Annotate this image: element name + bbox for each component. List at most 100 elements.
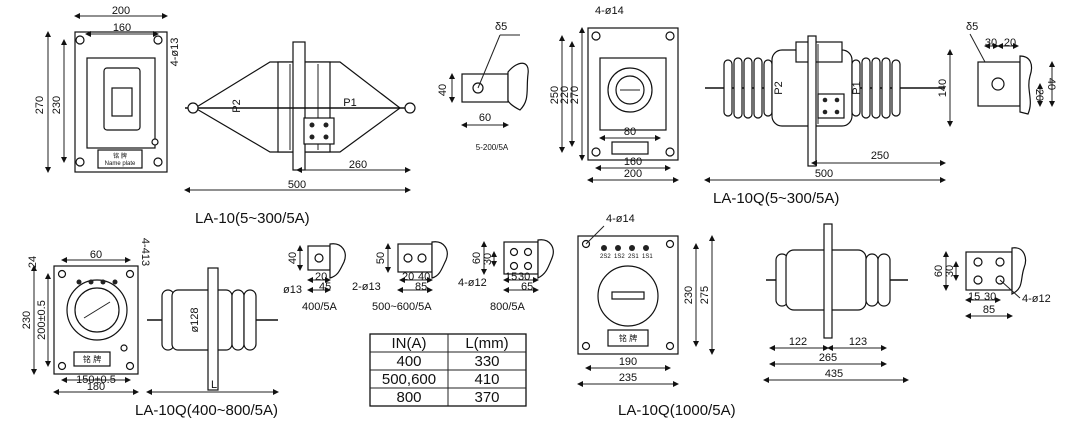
dim-delta5: δ5 bbox=[495, 21, 507, 33]
t500-label: 500~600/5A bbox=[372, 301, 432, 313]
dim-40: 40 bbox=[437, 84, 449, 96]
dim-230-1000: 230 bbox=[683, 286, 695, 304]
dim-200-05: 200±0.5 bbox=[36, 300, 48, 340]
la10q-right-sheds bbox=[851, 57, 901, 119]
t500-d20: 20 bbox=[402, 271, 414, 283]
la10q-1000-side: 122 123 265 435 bbox=[763, 223, 909, 383]
marker-1s2: 1S2 bbox=[614, 254, 625, 260]
terminal-break bbox=[507, 62, 529, 111]
t1000-d85: 85 bbox=[983, 304, 995, 316]
t1000-d30: 30 bbox=[944, 265, 956, 277]
dim-160: 160 bbox=[624, 156, 642, 168]
terminal-plate bbox=[461, 73, 509, 103]
dim-60: 60 bbox=[479, 112, 491, 124]
dim-phi128: ø128 bbox=[189, 307, 201, 332]
table-cell: 500,600 bbox=[382, 371, 436, 388]
bolt-hole bbox=[75, 35, 85, 45]
dim-235: 235 bbox=[619, 372, 637, 384]
t500-d50: 50 bbox=[375, 252, 387, 264]
table-cell: 410 bbox=[474, 371, 499, 388]
dim-delta5b: δ5 bbox=[966, 21, 978, 33]
dim-230-400: 230 bbox=[21, 311, 33, 329]
t1000-d60: 60 bbox=[933, 265, 945, 277]
table-cell: 370 bbox=[474, 389, 499, 406]
caption-la10: LA-10(5~300/5A) bbox=[195, 210, 310, 227]
la10q-terminal-block bbox=[817, 93, 845, 119]
marker-1s1: 1S1 bbox=[642, 254, 653, 260]
la10q1000-nameplate-text: 铭 牌 bbox=[619, 333, 637, 343]
la10-p2: P2 bbox=[231, 99, 243, 112]
table-cell: 330 bbox=[474, 353, 499, 370]
t800-d15: 15 bbox=[505, 271, 517, 283]
caption-la10q-400: LA-10Q(400~800/5A) bbox=[135, 402, 278, 419]
dim-230: 230 bbox=[51, 96, 63, 114]
terminal-800: 60 30 15 30 65 4-ø12 800/5A bbox=[458, 239, 554, 313]
dim-190: 190 bbox=[619, 356, 637, 368]
dim-4phi13: 4-ø13 bbox=[169, 38, 181, 67]
dim-200: 200 bbox=[624, 168, 642, 180]
dim-40b: 40 bbox=[1045, 78, 1057, 90]
dim-500b: 500 bbox=[815, 168, 833, 180]
t400-hole: ø13 bbox=[283, 284, 302, 296]
terminal-500-600: 50 20 40 85 2-ø13 500~600/5A bbox=[352, 241, 448, 313]
terminal-label: 5-200/5A bbox=[476, 143, 509, 152]
t400-label: 400/5A bbox=[302, 301, 338, 313]
dim-160: 160 bbox=[113, 22, 131, 34]
la10-nameplate-text-en: Name plate bbox=[105, 161, 136, 167]
dim-4-413: 4-413 bbox=[139, 238, 151, 266]
la10q-mount-plate bbox=[807, 35, 817, 167]
la10-front-view: 铭 牌 Name plate 200 160 4-ø13 270 230 bbox=[34, 5, 181, 173]
la10q1000-mount-plate bbox=[823, 223, 833, 339]
dim-435: 435 bbox=[825, 368, 843, 380]
dim-20c: 20 bbox=[1033, 89, 1045, 101]
dim-265: 265 bbox=[819, 352, 837, 364]
table-header-in: IN(A) bbox=[392, 335, 427, 352]
la10q-left-sheds bbox=[723, 57, 773, 119]
bolt-hole bbox=[153, 157, 163, 167]
dim-4phi14-1000: 4-ø14 bbox=[606, 213, 635, 225]
la10q400-nameplate bbox=[73, 351, 111, 367]
t1000-hole: 4-ø12 bbox=[1022, 293, 1051, 305]
bolt-hole bbox=[153, 35, 163, 45]
dim-180: 180 bbox=[87, 381, 105, 393]
la10q400-body bbox=[171, 289, 233, 351]
dim-150-05: 150±0.5 bbox=[76, 374, 116, 386]
t800-hole: 4-ø12 bbox=[458, 277, 487, 289]
dim-L: L bbox=[211, 379, 217, 391]
la10q-small-side: P2 P1 140 250 500 bbox=[704, 35, 953, 183]
dim-500: 500 bbox=[288, 179, 306, 191]
dim-24: 24 bbox=[27, 256, 39, 268]
dim-4phi14: 4-ø14 bbox=[595, 5, 624, 17]
t800-d30: 30 bbox=[482, 253, 494, 265]
la10q-400-side: ø128 L bbox=[146, 267, 279, 395]
la10q-small-terminal: δ5 30 20 40 20 bbox=[966, 21, 1057, 115]
la10-side-view: P2 P1 260 500 bbox=[184, 41, 416, 193]
caption-la10q-small: LA-10Q(5~300/5A) bbox=[713, 190, 839, 207]
t500-hole: 2-ø13 bbox=[352, 281, 381, 293]
terminal-400: 40 20 45 ø13 400/5A bbox=[283, 243, 346, 313]
marker-2s1: 2S1 bbox=[628, 254, 639, 260]
dim-250b: 250 bbox=[871, 150, 889, 162]
dim-60-400: 60 bbox=[90, 249, 102, 261]
bolt-hole bbox=[75, 157, 85, 167]
t1000-d30b: 30 bbox=[984, 291, 996, 303]
la10q400-mount-plate bbox=[207, 267, 219, 391]
t1000-d15: 15 bbox=[968, 291, 980, 303]
la10q-small-front: 80 4-ø14 160 200 250 220 270 bbox=[549, 5, 679, 183]
terminal-5-200: δ5 40 60 5-200/5A bbox=[437, 21, 529, 152]
la10-nameplate-text: 铭 牌 bbox=[113, 152, 127, 160]
la10q-1000-terminal: 60 30 15 30 85 4-ø12 bbox=[933, 247, 1051, 319]
dim-250: 250 bbox=[549, 86, 561, 104]
table-header-l: L(mm) bbox=[465, 335, 508, 352]
dim-140: 140 bbox=[937, 79, 949, 97]
dim-200: 200 bbox=[112, 5, 130, 17]
t500-d40: 40 bbox=[418, 271, 430, 283]
t800-d60: 60 bbox=[471, 252, 483, 264]
length-table: IN(A) L(mm) 400 330 500,600 410 800 370 bbox=[369, 333, 527, 407]
la10q400-nameplate-text: 铭 牌 bbox=[83, 354, 101, 364]
dim-30: 30 bbox=[985, 37, 997, 49]
dim-270: 270 bbox=[34, 96, 46, 114]
la10q-1000-front: 2S2 1S2 2S1 1S1 铭 牌 4-ø14 230 275 190 23… bbox=[577, 213, 715, 387]
la10-p1: P1 bbox=[343, 97, 356, 109]
dim-80: 80 bbox=[624, 126, 636, 138]
